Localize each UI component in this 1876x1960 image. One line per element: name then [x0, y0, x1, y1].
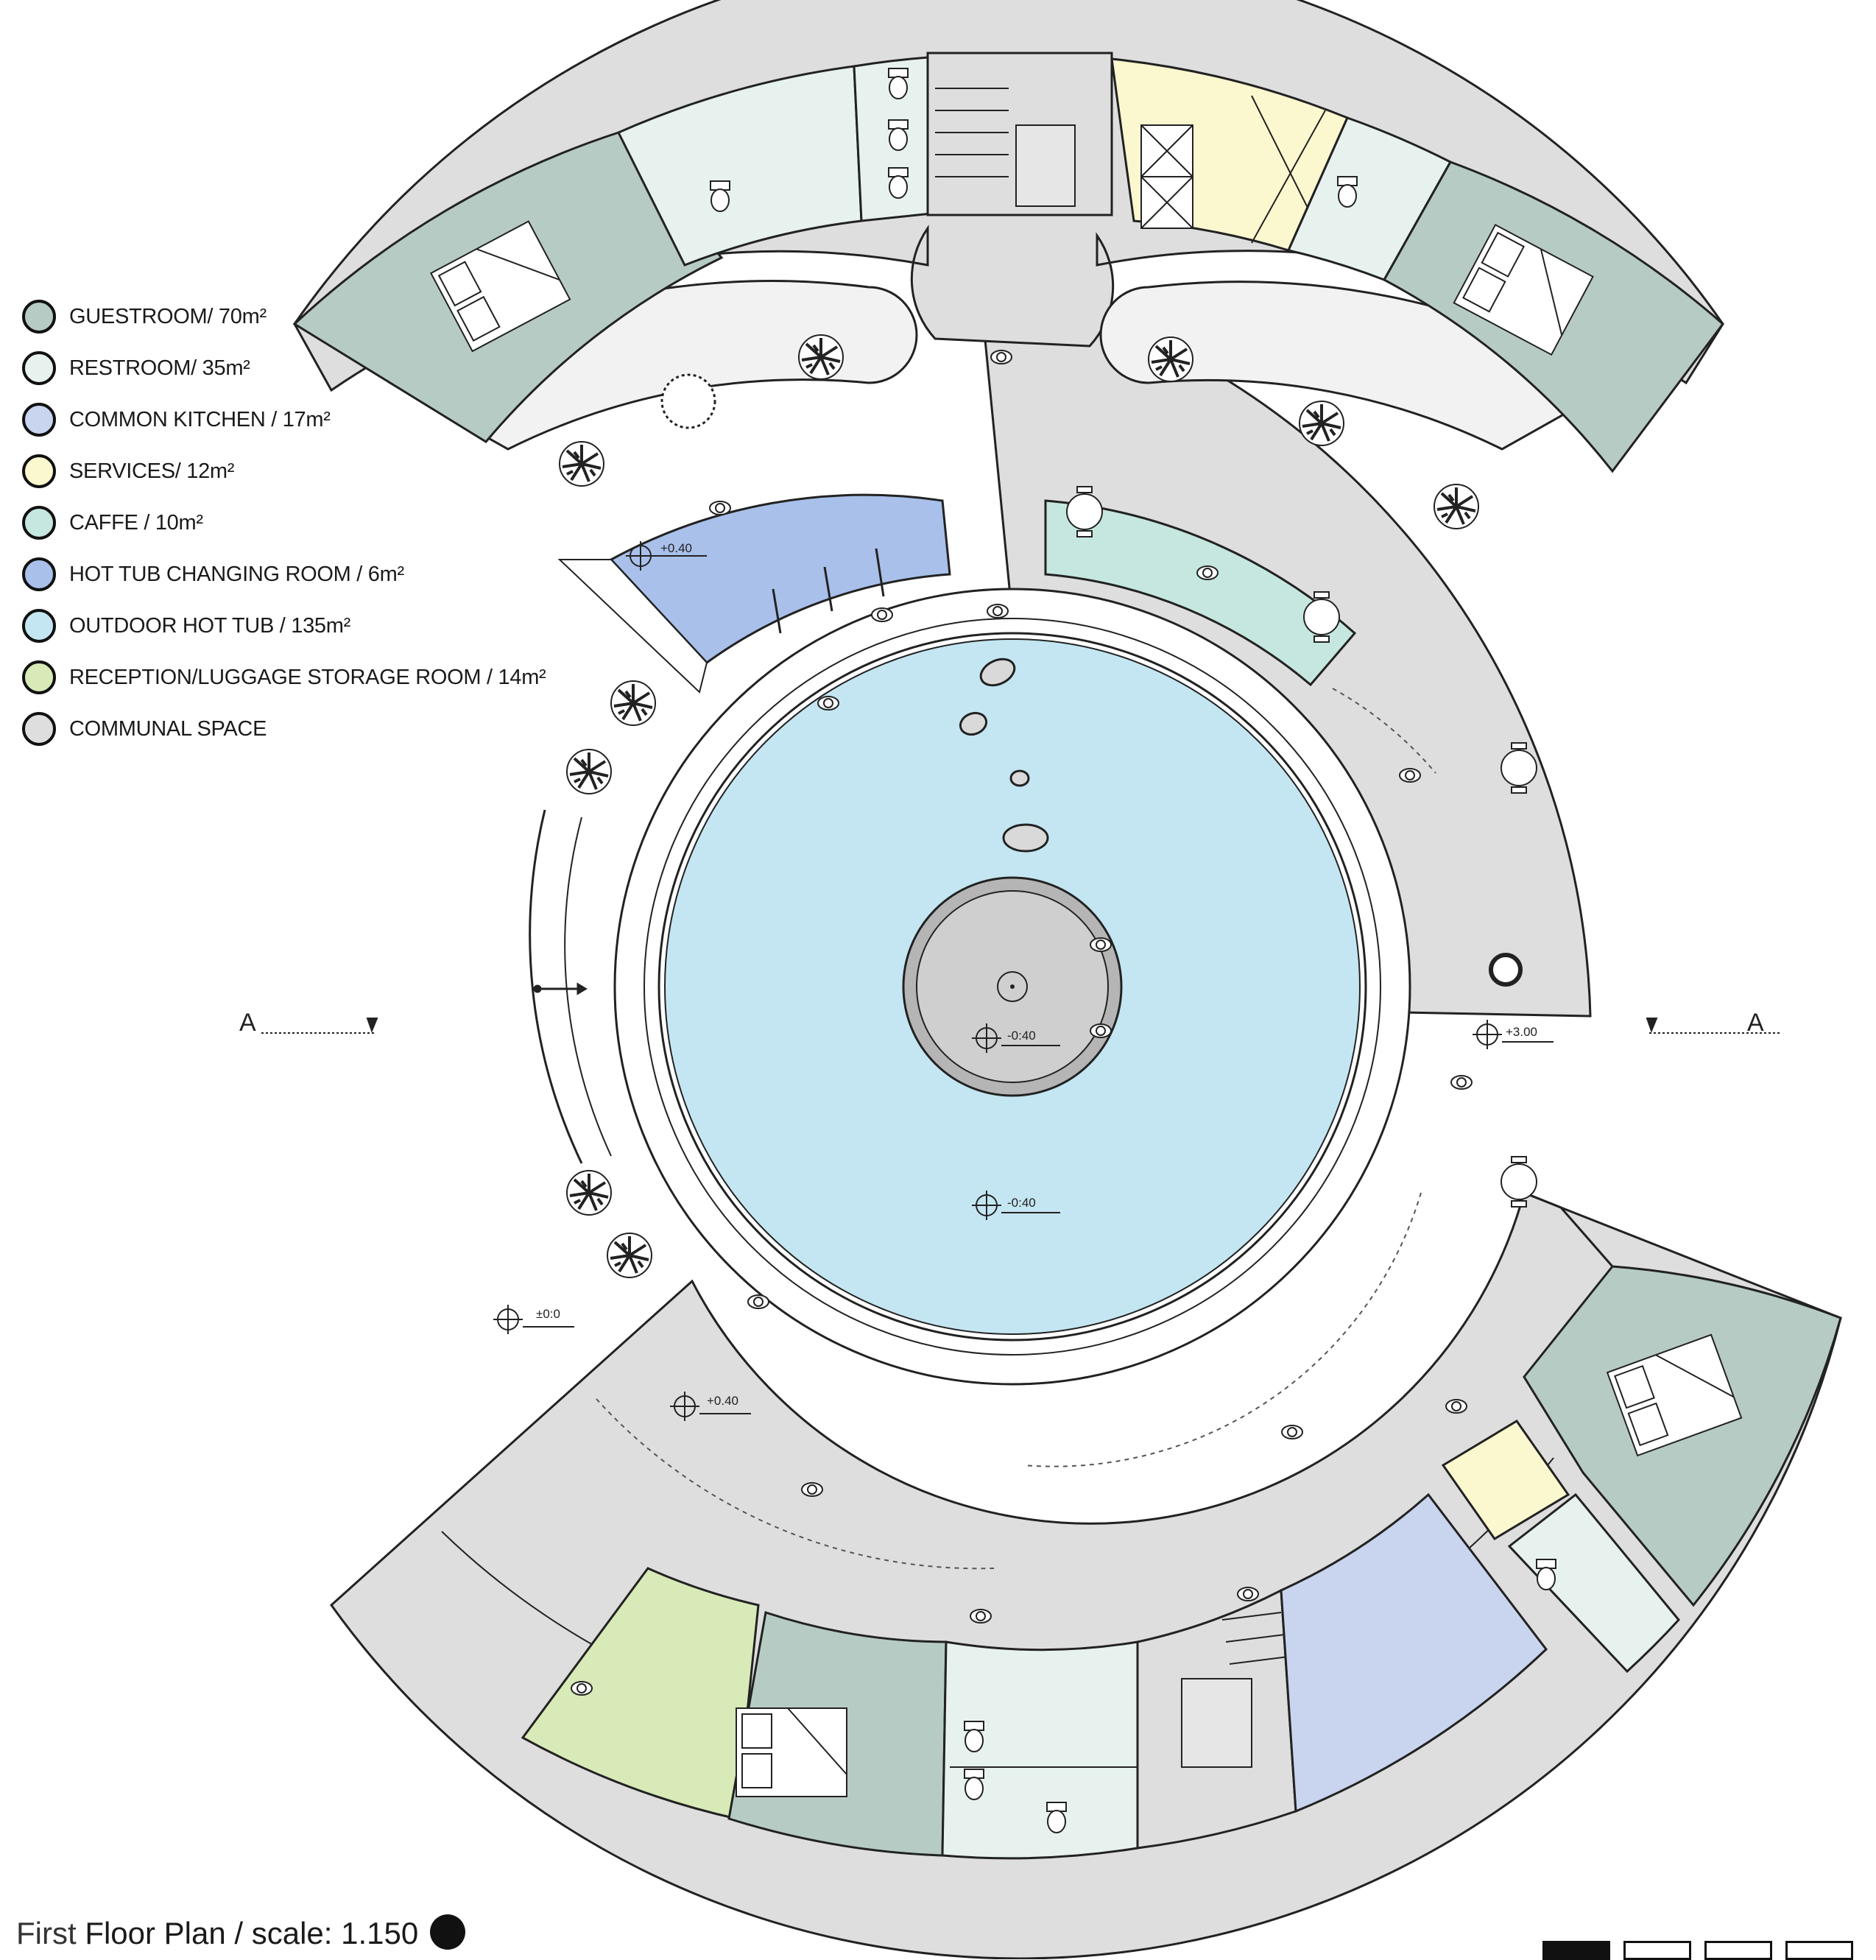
- level-label-ground: ±0:0: [536, 1307, 560, 1321]
- level-label-tub-center: -0:40: [1007, 1029, 1036, 1043]
- legend-swatch: [22, 300, 56, 334]
- legend-swatch: [22, 660, 56, 694]
- legend-item-changing-room: HOT TUB CHANGING ROOM / 6m²: [22, 549, 611, 600]
- level-label-lower: +0.40: [707, 1394, 738, 1408]
- legend-label: RESTROOM/ 35m²: [69, 356, 250, 380]
- level-label-changing: +0.40: [660, 541, 692, 555]
- level-label-right: +3.00: [1506, 1025, 1537, 1039]
- legend-swatch: [22, 712, 56, 746]
- level-label-tub: -0:40: [1007, 1196, 1036, 1210]
- legend-swatch: [22, 506, 56, 540]
- scale-bar: [1542, 1941, 1853, 1960]
- legend-item-common-kitchen: COMMON KITCHEN / 17m²: [22, 394, 611, 445]
- scale-bar-segment: [1623, 1941, 1691, 1960]
- legend-swatch: [22, 609, 56, 643]
- legend-label: RECEPTION/LUGGAGE STORAGE ROOM / 14m²: [69, 665, 546, 689]
- legend-swatch: [22, 557, 56, 591]
- legend-label: CAFFE / 10m²: [69, 510, 203, 535]
- legend-label: SERVICES/ 12m²: [69, 459, 235, 483]
- plan-title: First Floor Plan / scale: 1.150: [16, 1914, 465, 1951]
- legend-swatch: [22, 351, 56, 385]
- section-mark-left: A: [239, 1009, 256, 1037]
- legend-label: GUESTROOM/ 70m²: [69, 304, 267, 328]
- legend-item-hot-tub: OUTDOOR HOT TUB / 135m²: [22, 600, 611, 652]
- north-arrow-icon: [429, 1914, 465, 1950]
- legend-swatch: [22, 403, 56, 437]
- scale-bar-segment: [1704, 1941, 1772, 1960]
- legend-label: OUTDOOR HOT TUB / 135m²: [69, 613, 350, 638]
- legend-item-caffe: CAFFE / 10m²: [22, 497, 611, 549]
- legend-item-communal: COMMUNAL SPACE: [22, 703, 611, 755]
- legend-item-services: SERVICES/ 12m²: [22, 445, 611, 497]
- plan-title-prefix: First: [16, 1916, 85, 1950]
- legend: GUESTROOM/ 70m² RESTROOM/ 35m² COMMON KI…: [22, 291, 611, 755]
- legend-item-guestroom: GUESTROOM/ 70m²: [22, 291, 611, 342]
- legend-item-reception: RECEPTION/LUGGAGE STORAGE ROOM / 14m²: [22, 652, 611, 703]
- legend-label: HOT TUB CHANGING ROOM / 6m²: [69, 562, 404, 586]
- legend-label: COMMON KITCHEN / 17m²: [69, 407, 331, 431]
- section-mark-right: A: [1747, 1009, 1764, 1037]
- legend-label: COMMUNAL SPACE: [69, 716, 267, 741]
- plan-title-main: Floor Plan / scale: 1.150: [85, 1916, 419, 1950]
- scale-bar-segment: [1785, 1941, 1853, 1960]
- legend-item-restroom: RESTROOM/ 35m²: [22, 342, 611, 394]
- scale-bar-segment: [1542, 1941, 1610, 1960]
- legend-swatch: [22, 454, 56, 488]
